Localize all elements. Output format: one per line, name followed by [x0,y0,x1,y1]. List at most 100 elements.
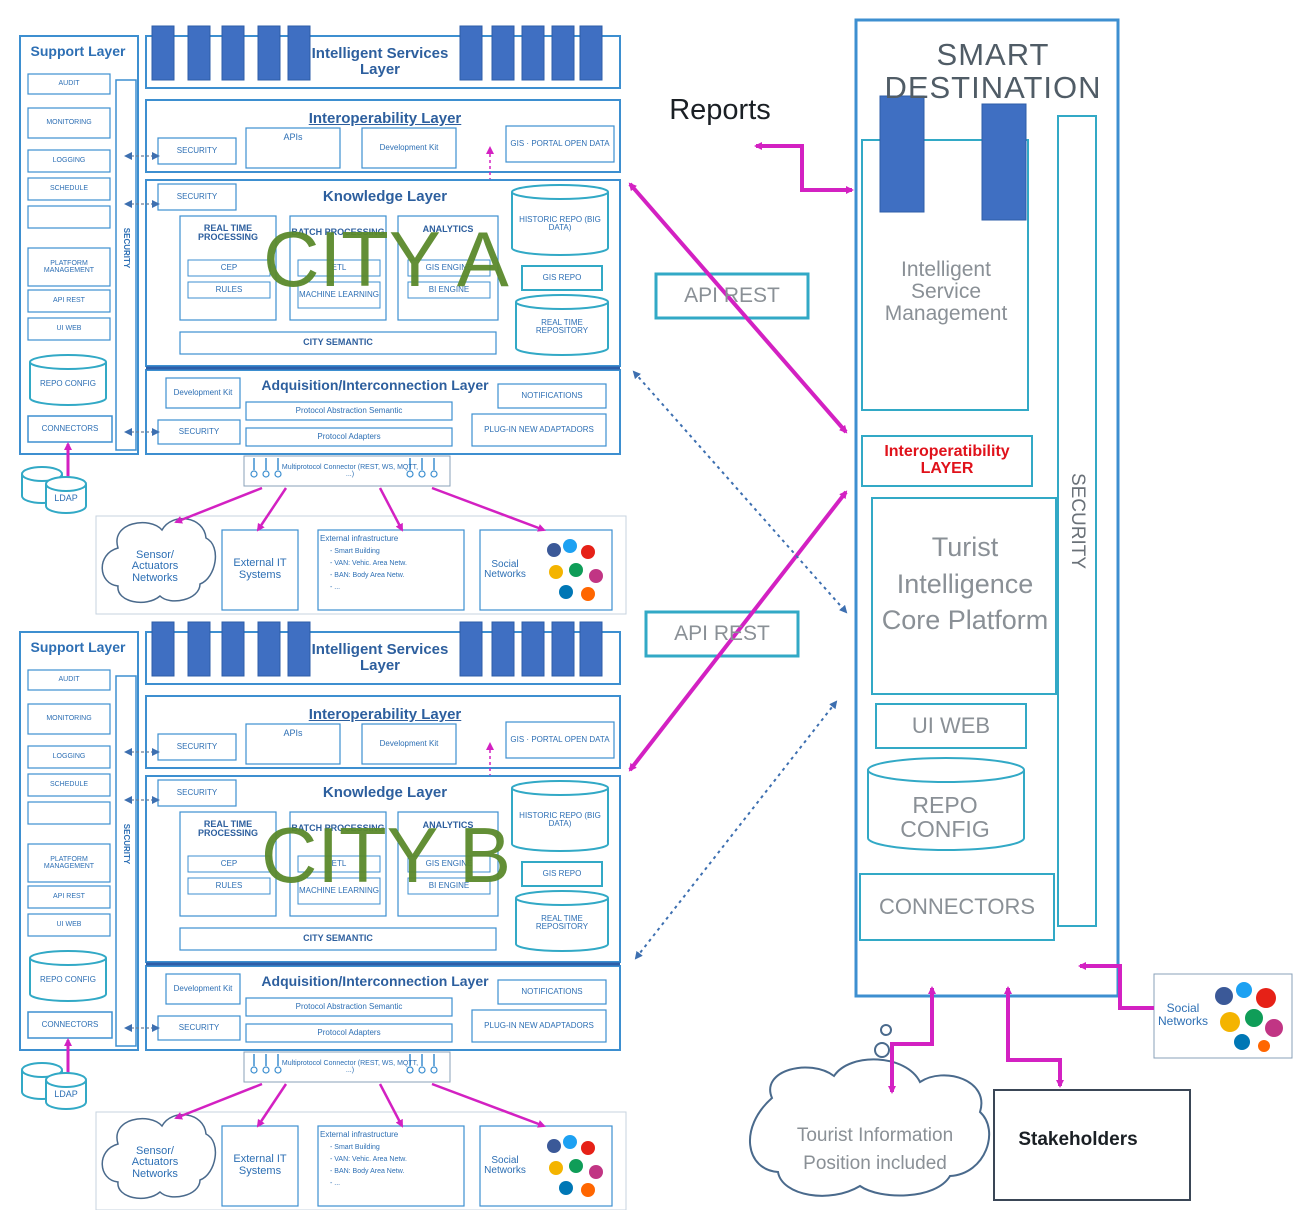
connectors-label: CONNECTORS [878,894,1036,920]
acq-security-label: SECURITY [178,426,220,436]
support-repo-cylinder-body [29,362,107,406]
analytics-label: ANALYTICS [422,820,474,831]
external-infra-item: - BAN: Body Area Netw. [330,572,405,580]
social-networks-collage-icon [549,565,563,579]
city-semantic-box [179,927,497,951]
support-connectors-box [27,1011,113,1039]
service-block-1 [879,95,925,213]
interoperability-layer-label: Interoperatibility LAYER [884,443,1010,477]
tourist-information-label: Tourist Information Position included [796,1125,954,1174]
support-item [27,247,111,287]
ldap-cylinder-1-top [21,466,63,482]
ldap-label: LDAP [54,1089,78,1100]
support-repo-cylinder-body [29,958,107,1002]
plug-connector-icon [250,1066,258,1074]
plug-connector-icon [274,470,282,478]
api-rest-b-label: API REST [674,621,770,645]
service-block [551,621,575,677]
support-item-label: LOGGING [52,753,86,761]
protocol-adapters-label: Protocol Adapters [317,431,381,441]
support-item [27,773,111,797]
real-time-repository-label: REAL TIME REPOSITORY [535,317,589,335]
support-item-label: UI WEB [56,921,82,929]
knowledge-label: Knowledge Layer [322,784,448,802]
plug-connector-icon [430,1066,438,1074]
service-block [287,621,311,677]
external-link [378,1083,404,1128]
real-time-repository-label: REAL TIME REPOSITORY [535,913,589,931]
plug-connector-icon [406,1066,414,1074]
support-item-label: API REST [53,297,85,305]
plug-connector-icon [262,1066,270,1074]
acq-dev-kit-label: Development Kit [173,983,233,993]
service-block [521,25,545,81]
plug-connector-icon [406,470,414,478]
external-link [174,486,263,524]
gis-engine-box [407,259,491,277]
gis-engine-label: GIS ENGINE [425,858,473,868]
external-infra-item: - VAN: Vehic. Area Netw. [330,1156,407,1164]
service-block [491,25,515,81]
service-block [551,25,575,81]
service-block [459,25,483,81]
core-platform-label: Turist Intelligence Core Platform [881,532,1049,636]
ldap-cylinder-2-top [45,1072,87,1088]
service-block [221,25,245,81]
interoperability-label: Interoperability Layer [308,110,462,128]
external-systems-frame [95,515,627,615]
stakeholders-box [993,1089,1191,1201]
external-link [256,1083,288,1128]
etl-box [297,855,381,873]
external-infra-item: - Smart Building [330,548,380,556]
support-connectors-box [27,415,113,443]
service-block [187,25,211,81]
social-right-link [1078,962,1154,1010]
ldap-cylinder-2-top [45,476,87,492]
social-networks-right-label: Social Networks [1157,1001,1208,1028]
social-networks-collage-icon [589,1165,603,1179]
external-infra-box [317,529,465,611]
external-infra-title: External infrastructure [320,533,399,543]
dotted-link-b [634,700,838,960]
support-item [27,745,111,769]
plug-connector-icon [418,1066,426,1074]
historic-repo-cylinder-top [511,184,609,200]
support-item [27,73,111,95]
knowledge-security-box [157,183,237,211]
social-networks-collage-icon [547,543,561,557]
interop-security-box [157,733,237,761]
external-link [378,487,404,532]
external-it-label: External IT Systems [233,1153,287,1177]
support-security-label: SECURITY [122,227,132,269]
sensor-cloud-icon [101,517,217,604]
repo-config-cylinder-body [867,770,1025,851]
external-it-box [221,1125,299,1207]
support-item [27,913,111,937]
external-infra-box [317,1125,465,1207]
machine-learning-label: MACHINE LEARNING [298,885,379,895]
apis-label: APIs [283,132,303,143]
real-time-repository-cylinder-top [515,890,609,906]
acq-dev-kit-box [165,973,241,1005]
city-semantic-label: CITY SEMANTIC [303,337,373,348]
real-time-repository-cylinder-body [515,898,609,952]
social-networks-collage-icon [581,545,595,559]
support-item-label: MONITORING [46,715,92,723]
analytics-label: ANALYTICS [422,224,474,235]
support-item [27,669,111,691]
protocol-adapters-label: Protocol Adapters [317,1027,381,1037]
social-networks-label: Social Networks [484,558,526,580]
support-item [27,289,111,313]
support-item-label: AUDIT [58,676,80,684]
social-networks-collage-icon [581,1183,595,1197]
interop-security-label: SECURITY [176,741,218,751]
support-item [27,703,111,735]
dotted-link-a [632,370,848,614]
gis-portal-label: GIS · PORTAL OPEN DATA [510,734,610,744]
acq-dev-kit-label: Development Kit [173,387,233,397]
knowledge-label: Knowledge Layer [322,188,448,206]
historic-repo-cylinder-body [511,192,609,256]
support-item-label: PLATFORM MANAGEMENT [43,259,95,274]
support-connectors-label: CONNECTORS [41,423,99,433]
support-item [27,177,111,201]
